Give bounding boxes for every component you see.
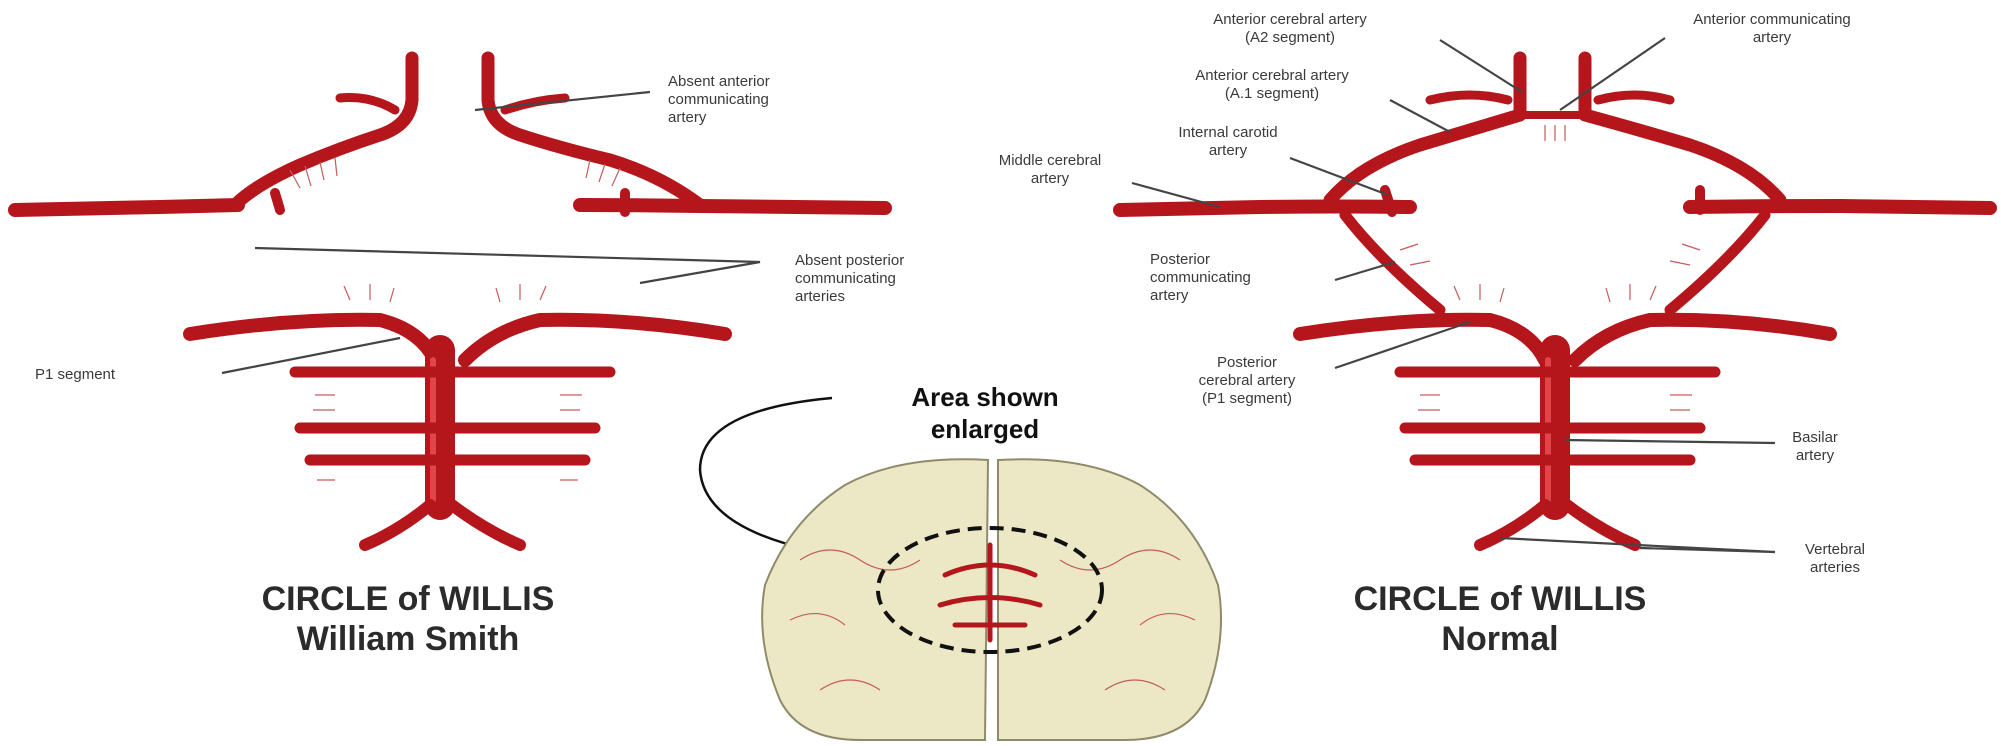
leader-absent-pcom bbox=[255, 248, 760, 283]
area-shown-label-1: Area shown bbox=[911, 382, 1058, 412]
leader-aca-a2 bbox=[1440, 40, 1522, 92]
label-aca-a1-2: (A.1 segment) bbox=[1225, 85, 1319, 102]
label-pcom-1: Posterior bbox=[1150, 251, 1210, 268]
label-aca-a1-1: Anterior cerebral artery bbox=[1195, 67, 1349, 84]
label-ica-1: Internal carotid bbox=[1178, 124, 1277, 141]
right-title-line2: Normal bbox=[1441, 620, 1558, 658]
label-aca-a2-1: Anterior cerebral artery bbox=[1213, 11, 1367, 28]
area-shown-label-2: enlarged bbox=[931, 414, 1039, 444]
left-title-line1: CIRCLE of WILLIS bbox=[262, 580, 555, 618]
leader-pcom bbox=[1335, 262, 1395, 280]
label-mca-2: artery bbox=[1031, 170, 1070, 187]
label-absent-acom-2: communicating bbox=[668, 91, 769, 108]
label-pca-2: cerebral artery bbox=[1199, 372, 1296, 389]
center-brain-illustration: Area shown enlarged bbox=[700, 382, 1221, 740]
label-absent-pcom-1: Absent posterior bbox=[795, 252, 904, 269]
label-mca-1: Middle cerebral bbox=[999, 152, 1102, 169]
left-diagram: Absent anterior communicating artery Abs… bbox=[15, 58, 904, 658]
label-vertebral-1: Vertebral bbox=[1805, 541, 1865, 558]
label-aca-a2-2: (A2 segment) bbox=[1245, 29, 1335, 46]
label-absent-pcom-2: communicating bbox=[795, 270, 896, 287]
right-posterior-arteries bbox=[1300, 284, 1830, 545]
right-title-line1: CIRCLE of WILLIS bbox=[1354, 580, 1647, 618]
label-absent-pcom-3: arteries bbox=[795, 288, 845, 305]
label-acom-1: Anterior communicating bbox=[1693, 11, 1851, 28]
label-absent-acom-3: artery bbox=[668, 109, 707, 126]
left-posterior-arteries bbox=[190, 284, 725, 545]
label-ica-2: artery bbox=[1209, 142, 1248, 159]
label-pcom-3: artery bbox=[1150, 287, 1189, 304]
left-title-line2: William Smith bbox=[297, 620, 520, 658]
label-pca-1: Posterior bbox=[1217, 354, 1277, 371]
label-pcom-2: communicating bbox=[1150, 269, 1251, 286]
label-acom-2: artery bbox=[1753, 29, 1792, 46]
label-basilar-1: Basilar bbox=[1792, 429, 1838, 446]
label-absent-acom-1: Absent anterior bbox=[668, 73, 770, 90]
label-basilar-2: artery bbox=[1796, 447, 1835, 464]
label-vertebral-2: arteries bbox=[1810, 559, 1860, 576]
brain-right-hemisphere bbox=[998, 459, 1221, 740]
leader-basilar bbox=[1565, 440, 1775, 443]
label-pca-3: (P1 segment) bbox=[1202, 390, 1292, 407]
label-p1-segment: P1 segment bbox=[35, 366, 116, 383]
leader-aca-a1 bbox=[1390, 100, 1450, 132]
